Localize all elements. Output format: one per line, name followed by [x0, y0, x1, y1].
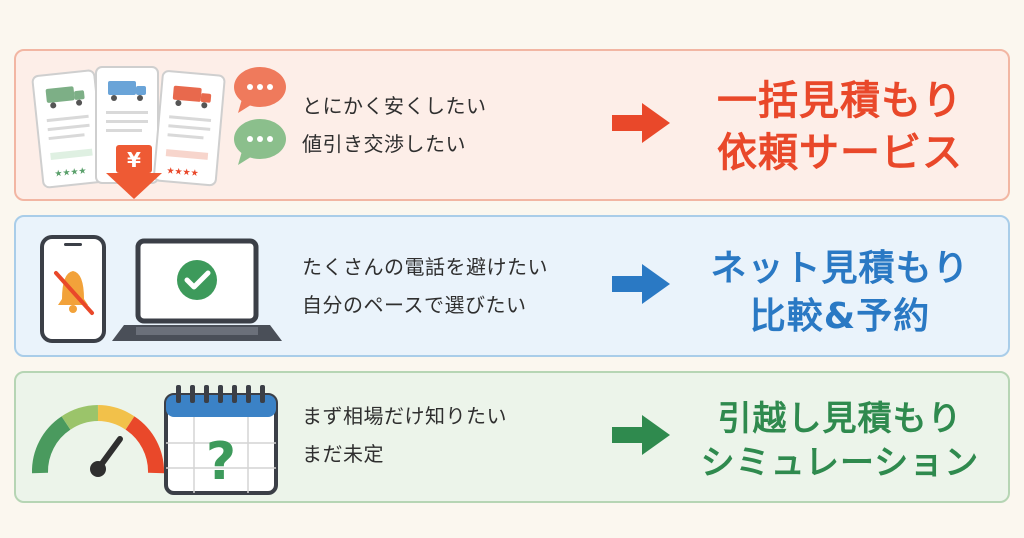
gauge-meter-icon — [32, 405, 164, 477]
right-arrow-icon — [612, 103, 670, 143]
truck-quote-card-icon: ★★★★ — [31, 69, 106, 189]
quote-cards-illustration: ★★★★ ★★★★ ¥ — [31, 66, 286, 199]
user-needs-text: たくさんの電話を避けたい 自分のペースで選びたい — [302, 248, 548, 324]
calendar-question-icon: ? — [164, 385, 278, 495]
option-row-simulation: ? まず相場だけ知りたい まだ未定 引越し見積もり シミュレーション — [14, 371, 1010, 503]
service-name: ネット見積もり 比較&予約 — [680, 245, 1000, 341]
user-needs-text: とにかく安くしたい 値引き交渉したい — [302, 87, 487, 163]
laptop-check-icon — [112, 238, 282, 341]
svg-text:★★★★: ★★★★ — [166, 166, 199, 179]
service-line: シミュレーション — [700, 443, 980, 483]
service-line: 引越し見積もり — [717, 399, 963, 439]
device-illustration — [40, 235, 282, 343]
yen-down-arrow-icon: ¥ — [106, 145, 162, 199]
need-line: まず相場だけ知りたい — [302, 404, 507, 428]
service-name: 一括見積もり 依頼サービス — [680, 75, 1000, 179]
need-line: 自分のペースで選びたい — [302, 293, 527, 317]
need-line: 値引き交渉したい — [302, 132, 466, 156]
option-row-online-quote: たくさんの電話を避けたい 自分のペースで選びたい ネット見積もり 比較&予約 — [14, 215, 1010, 357]
chat-bubble-icon — [234, 119, 286, 165]
option-row-bulk-quote: ★★★★ ★★★★ ¥ — [14, 49, 1010, 201]
svg-text:?: ? — [206, 432, 236, 492]
right-arrow-icon — [612, 415, 670, 455]
user-needs-text: まず相場だけ知りたい まだ未定 — [302, 397, 507, 473]
svg-text:★★★★: ★★★★ — [54, 166, 87, 179]
need-line: とにかく安くしたい — [302, 94, 487, 118]
service-line: 依頼サービス — [717, 130, 963, 176]
chat-bubble-icon — [234, 67, 286, 113]
service-line: ネット見積もり — [710, 248, 970, 289]
service-line: 一括見積もり — [717, 78, 963, 124]
right-arrow-icon — [612, 264, 670, 304]
phone-muted-bell-icon — [40, 235, 106, 343]
service-line: 比較&予約 — [749, 296, 931, 337]
estimate-illustration: ? — [32, 385, 278, 495]
truck-quote-card-icon: ★★★★ — [153, 70, 226, 187]
need-line: たくさんの電話を避けたい — [302, 255, 548, 279]
svg-text:¥: ¥ — [127, 148, 141, 172]
need-line: まだ未定 — [302, 442, 384, 466]
service-name: 引越し見積もり シミュレーション — [680, 397, 1000, 485]
